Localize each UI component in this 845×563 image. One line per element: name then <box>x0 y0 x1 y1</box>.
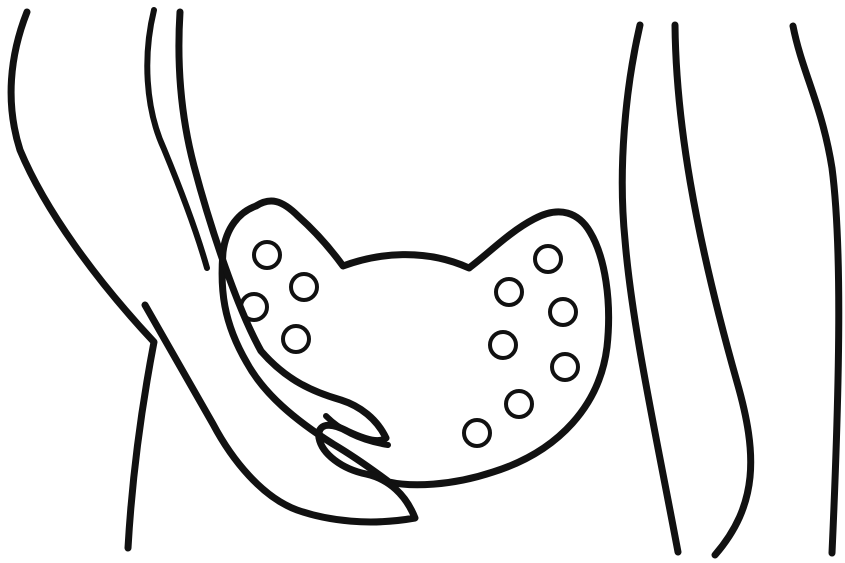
hand-icon <box>145 12 415 522</box>
hip-pad-dot-left-1 <box>254 242 280 268</box>
hip-pad-dot-right-6 <box>506 391 532 417</box>
hip-pad-icon <box>222 201 609 485</box>
left-torso-outline <box>11 12 154 548</box>
hip-pad-dot-right-4 <box>490 332 516 358</box>
hip-pad-dot-left-4 <box>283 326 309 352</box>
figure-lines <box>11 10 839 555</box>
right-torso-outline-2 <box>675 25 751 555</box>
right-torso-outline-3 <box>793 26 839 553</box>
hip-pad-dot-right-2 <box>496 279 522 305</box>
hip-pad-dot-right-1 <box>535 246 561 272</box>
hip-pad-dot-right-3 <box>550 299 576 325</box>
hip-pad-dot-right-5 <box>552 354 578 380</box>
right-torso-outline-1 <box>622 25 678 552</box>
hip-pad-dot-right-7 <box>464 420 490 446</box>
hip-pad-dot-left-2 <box>291 274 317 300</box>
